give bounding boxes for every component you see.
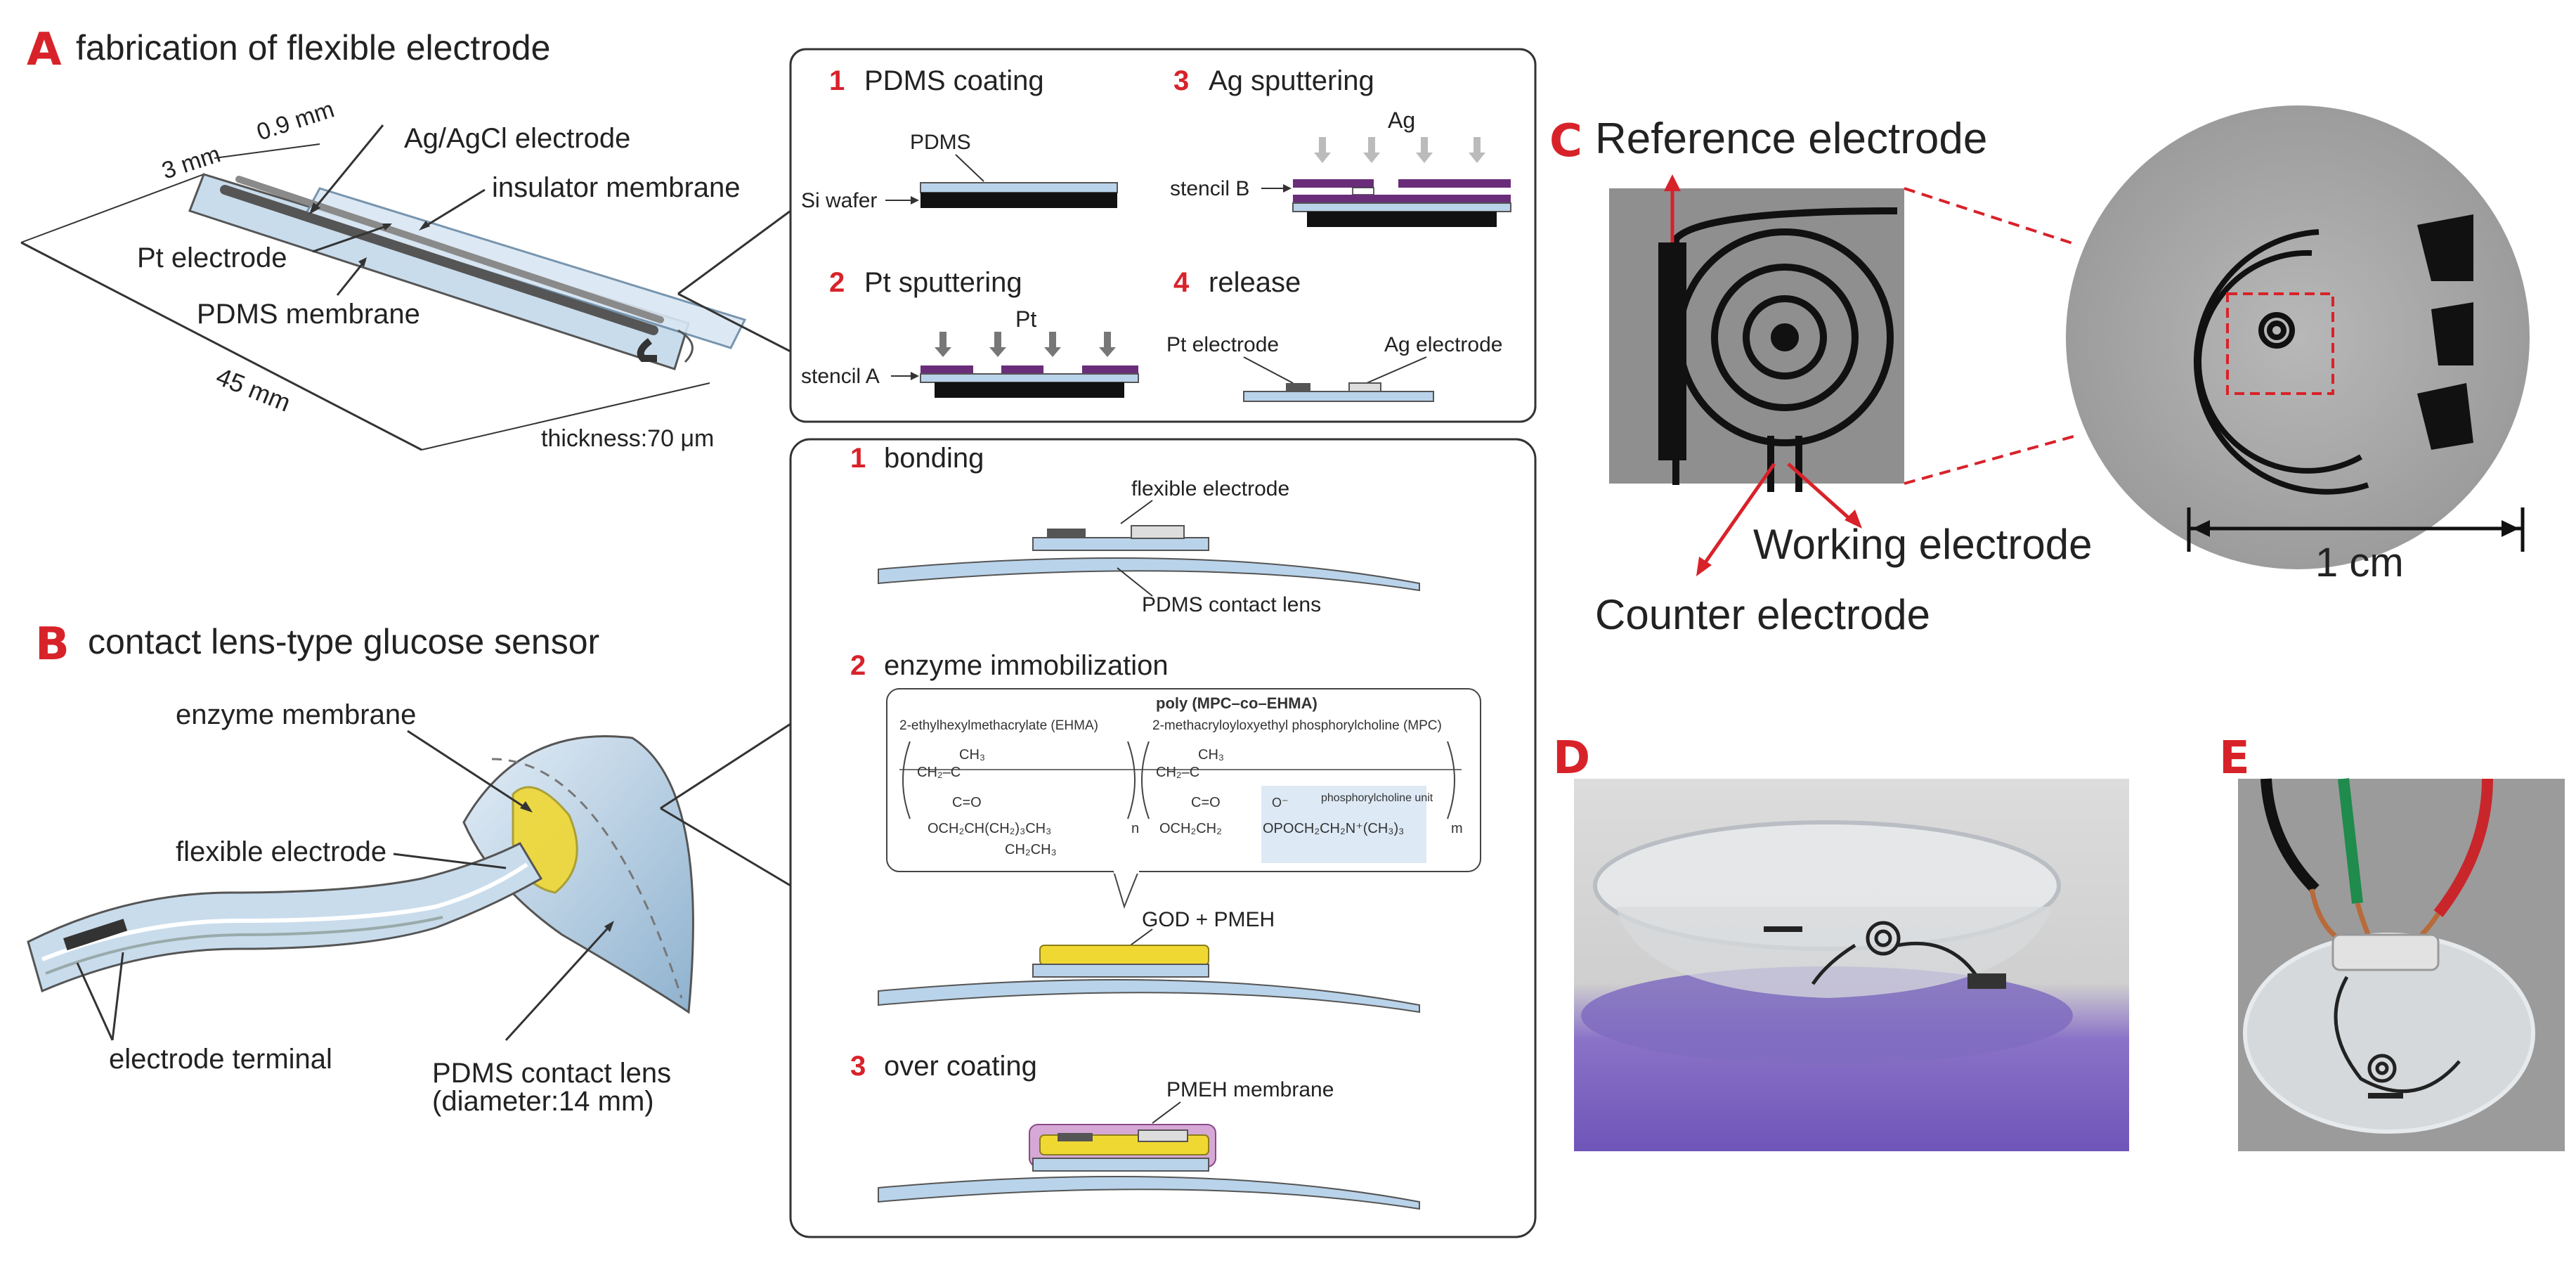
bond-step-1-label: bonding [884, 443, 984, 474]
ehma-carbonyl: C=O [952, 795, 982, 810]
panel-e: E [2219, 732, 2565, 1151]
pt-sputter-label: Pt [1015, 306, 1036, 332]
bond-step-3-label: over coating [884, 1051, 1037, 1082]
mpc-repeat-m: m [1451, 821, 1463, 836]
bond-step-2-number: 2 [850, 650, 866, 681]
panel-a: A fabrication of flexible electrode 3 mm… [20, 24, 1537, 452]
contact-lens-sensor-drawing [27, 730, 694, 1042]
pmeh-membrane-label: PMEH membrane [1166, 1078, 1334, 1101]
released-ag-label: Ag electrode [1384, 333, 1502, 356]
counter-electrode-label: Counter electrode [1595, 591, 1930, 638]
reference-electrode-label: Reference electrode [1595, 115, 1987, 163]
mpc-backbone: CH₂–C [1156, 765, 1199, 780]
pc-o-minus: O⁻ [1272, 796, 1289, 810]
bond-step-3: 3 over coating PMEH membrane [850, 1051, 1420, 1210]
panel-c: C Reference electrode Working electrode … [1549, 95, 2540, 638]
pdms-contact-lens-label: PDMS contact lens [432, 1058, 671, 1089]
panel-a-letter: A [27, 24, 62, 76]
god-pmeh-label: GOD + PMEH [1142, 908, 1275, 931]
stencil-b-label: stencil B [1170, 177, 1249, 200]
fab-step-4-number: 4 [1173, 267, 1190, 298]
flexible-electrode-label: flexible electrode [176, 836, 386, 867]
bond-flex-electrode-label: flexible electrode [1131, 477, 1289, 500]
mpc-label: 2-methacryloyloxyethyl phosphorylcholine… [1152, 718, 1442, 733]
bond-step-2: 2 enzyme immobilization poly (MPC–co–EHM… [850, 650, 1481, 1013]
electrode-terminal-label: electrode terminal [109, 1044, 332, 1075]
fab-step-1-label: PDMS coating [864, 65, 1044, 96]
bond-step-2-label: enzyme immobilization [884, 650, 1169, 681]
stencil-a-label: stencil A [801, 365, 880, 388]
pdms-membrane-label: PDMS membrane [197, 299, 420, 330]
sensor-pattern-full [2193, 229, 2369, 495]
fab-step-3-number: 3 [1173, 65, 1189, 96]
mpc-carbonyl: C=O [1191, 795, 1221, 810]
dim-09mm-label: 0.9 mm [254, 96, 338, 145]
panel-d: D [1553, 732, 2129, 1151]
working-electrode-label: Working electrode [1753, 521, 2092, 568]
panel-d-letter: D [1553, 732, 1590, 784]
enzyme-membrane-label: enzyme membrane [176, 699, 416, 730]
si-wafer-label: Si wafer [801, 189, 877, 212]
fab-step-2-label: Pt sputtering [864, 267, 1022, 298]
ehma-repeat-n: n [1131, 821, 1139, 836]
panel-b-title: contact lens-type glucose sensor [88, 622, 599, 661]
fab-step-2: 2 Pt sputtering Pt stencil A [801, 267, 1139, 398]
flexible-electrode-drawing [20, 124, 747, 451]
released-pt-label: Pt electrode [1166, 333, 1279, 356]
panel-a-title: fabrication of flexible electrode [76, 28, 550, 67]
thickness-label: thickness:70 μm [541, 425, 714, 452]
sensor-photo-disc [2066, 105, 2530, 569]
fab-step-1-number: 1 [829, 65, 845, 96]
fab-step-3-label: Ag sputtering [1209, 65, 1374, 96]
zoom-region-box [2226, 292, 2334, 395]
fab-step-3: 3 Ag sputtering Ag stencil B [1170, 65, 1511, 227]
ehma-side-chain-2: CH₂CH₃ [1005, 842, 1057, 857]
mpc-ch3: CH₃ [1198, 747, 1224, 763]
ehma-backbone: CH₂–C [917, 765, 961, 780]
fabrication-steps-box [789, 48, 1537, 423]
fab-step-2-number: 2 [829, 267, 845, 298]
pc-group: OPOCH₂CH₂N⁺(CH₃)₃ [1263, 821, 1404, 836]
bond-step-1-number: 1 [850, 443, 866, 474]
agagcl-label: Ag/AgCl electrode [404, 123, 630, 154]
pt-electrode-label: Pt electrode [137, 242, 287, 273]
pc-unit-label: phosphorylcholine unit [1321, 792, 1433, 804]
polymer-title: poly (MPC–co–EHMA) [1156, 694, 1318, 712]
fab-step-4: 4 release Pt electrode Ag electrode [1166, 267, 1502, 402]
bond-step-1: 1 bonding flexible electrode PDMS contac… [850, 443, 1420, 616]
bond-step-3-number: 3 [850, 1051, 866, 1082]
fab-step-4-label: release [1209, 267, 1301, 298]
scale-bar-label: 1 cm [2315, 540, 2404, 585]
mpc-side-chain: OCH₂CH₂ [1159, 821, 1222, 836]
panel-b: B contact lens-type glucose sensor enzym… [27, 438, 1537, 1238]
bond-lens-label: PDMS contact lens [1142, 593, 1321, 616]
fab-step-1: 1 PDMS coating PDMS Si wafer [801, 65, 1118, 212]
dim-45mm-label: 45 mm [212, 361, 294, 417]
panel-c-letter: C [1549, 115, 1582, 167]
lens-diameter-label: (diameter:14 mm) [432, 1086, 654, 1117]
panel-b-letter: B [35, 618, 70, 671]
insulator-label: insulator membrane [492, 172, 741, 203]
ag-sputter-label: Ag [1388, 108, 1415, 133]
ehma-label: 2-ethylhexylmethacrylate (EHMA) [899, 718, 1098, 733]
ehma-side-chain: OCH₂CH(CH₂)₃CH₃ [928, 821, 1051, 836]
pdms-step-label: PDMS [910, 131, 971, 154]
phosphorylcholine-highlight [1261, 786, 1426, 863]
panel-e-letter: E [2219, 732, 2250, 784]
ehma-ch3: CH₃ [959, 747, 985, 763]
